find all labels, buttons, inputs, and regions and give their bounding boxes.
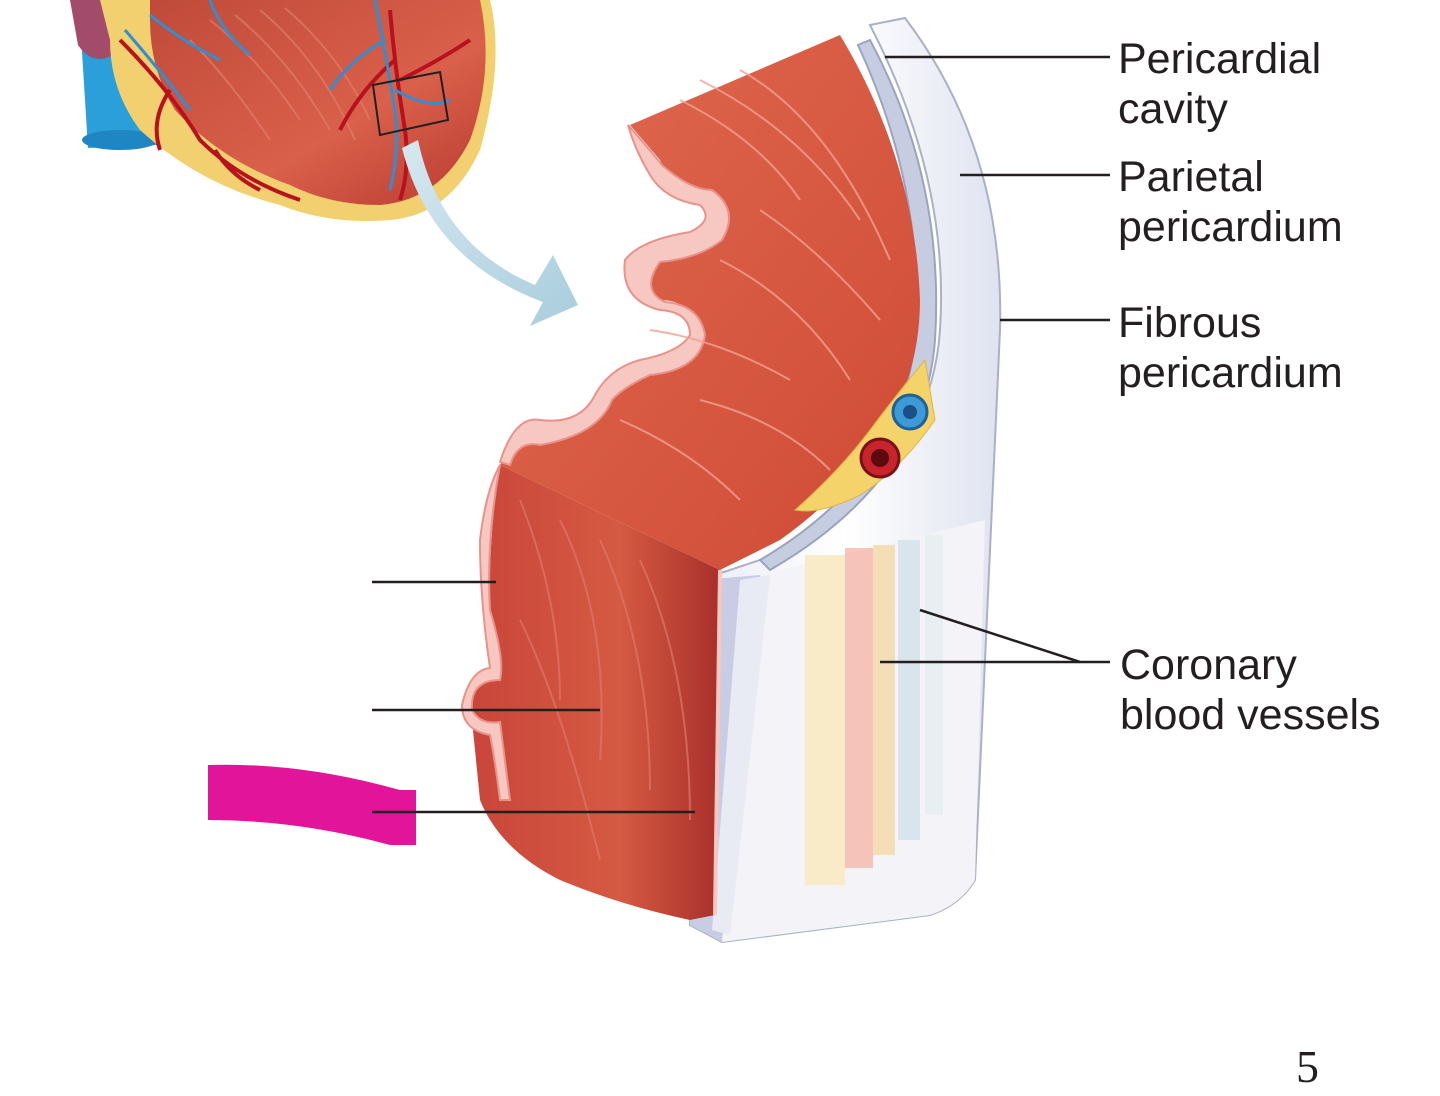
coronary-vessels-front [805,535,943,885]
zoom-arrow [402,140,578,326]
label-pericardial-cavity: Pericardial cavity [1118,34,1321,134]
label-parietal-pericardium: Parietal pericardium [1118,152,1343,252]
label-line: pericardium [1118,203,1343,251]
leader-lines [372,55,1110,814]
endocardium [498,124,731,467]
myocardium-block [460,35,920,920]
pericardium-layers [688,16,1002,944]
myocardium-front [470,465,720,920]
label-line: Parietal [1118,153,1264,201]
label-line: pericardium [1118,349,1343,397]
heart-overview [70,0,496,221]
zoom-box [371,70,450,137]
label-coronary-blood-vessels: Coronary blood vessels [1120,640,1381,740]
label-line: Pericardial [1118,35,1322,83]
myocardium-top [500,35,920,570]
page-number: 5 [1296,1041,1319,1092]
highlight-marker [208,764,416,845]
label-fibrous-pericardium: Fibrous pericardium [1118,298,1343,398]
label-line: blood vessels [1120,691,1381,739]
coronary-vessels-section [793,358,936,512]
label-line: cavity [1118,85,1228,133]
label-line: Coronary [1120,641,1297,689]
label-line: Fibrous [1118,299,1262,347]
